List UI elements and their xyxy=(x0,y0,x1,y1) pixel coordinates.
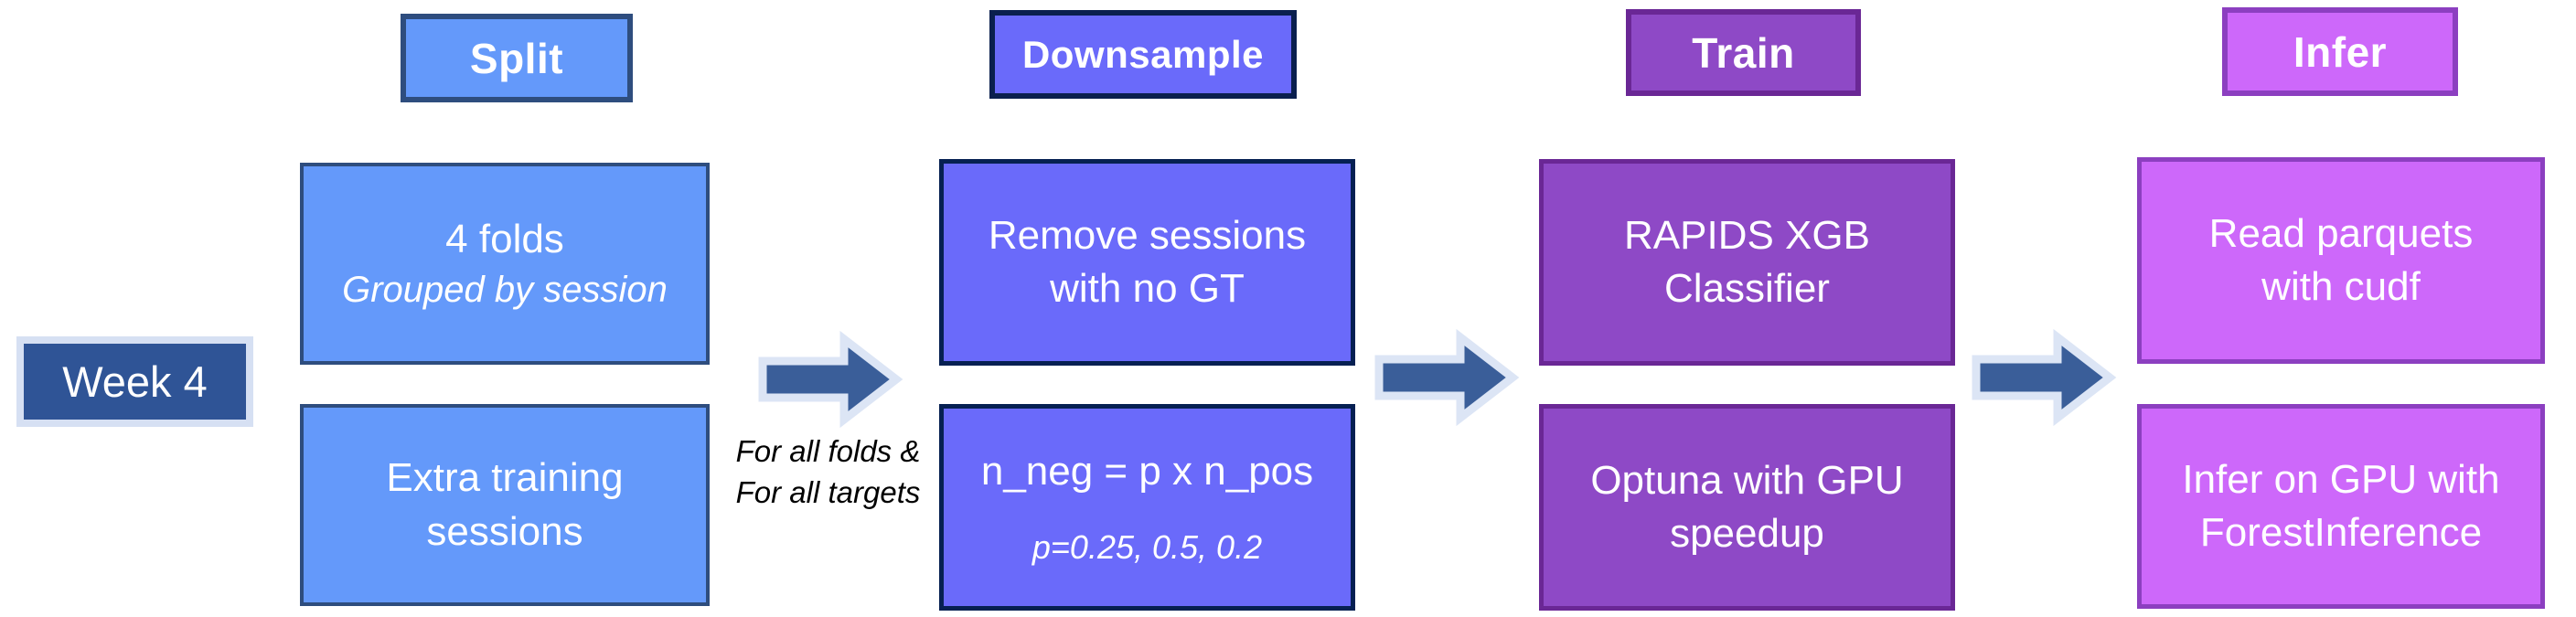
node-forest-inference-line-2: ForestInference xyxy=(2199,510,2483,555)
stage-header-train-label: Train xyxy=(1692,28,1795,77)
node-remove-sessions-line-2: with no GT xyxy=(1050,266,1245,311)
stage-header-split: Split xyxy=(401,14,633,102)
node-rapids-xgb: RAPIDS XGB Classifier xyxy=(1539,159,1955,366)
stage-header-downsample: Downsample xyxy=(989,10,1297,99)
node-extra-training-line-2: sessions xyxy=(426,508,583,554)
node-extra-training-line-1: Extra training xyxy=(386,455,624,501)
week-badge-label: Week 4 xyxy=(62,357,208,406)
node-downsample-formula-line-1: n_neg = p x n_pos xyxy=(980,449,1314,495)
node-rapids-xgb-line-1: RAPIDS XGB xyxy=(1624,212,1870,258)
node-downsample-formula-line-2: p=0.25, 0.5, 0.2 xyxy=(1031,528,1263,567)
arrow-right-icon xyxy=(758,330,903,429)
node-extra-training: Extra training sessions xyxy=(300,404,710,606)
stage-header-downsample-label: Downsample xyxy=(1021,32,1265,76)
stage-header-split-label: Split xyxy=(469,34,564,82)
node-read-parquets-line-1: Read parquets xyxy=(2208,210,2474,256)
node-downsample-formula: n_neg = p x n_pos p=0.25, 0.5, 0.2 xyxy=(939,404,1355,611)
flow-arrow-3 xyxy=(1969,327,2117,428)
flow-arrow-2 xyxy=(1372,327,1520,428)
node-rapids-xgb-line-2: Classifier xyxy=(1664,266,1830,311)
flow-arrow-1 xyxy=(755,329,903,430)
week-badge: Week 4 xyxy=(16,336,253,427)
node-4-folds-line-1: 4 folds xyxy=(445,217,564,262)
stage-header-train: Train xyxy=(1626,9,1861,96)
node-remove-sessions-line-1: Remove sessions xyxy=(988,212,1307,258)
arrow-right-icon xyxy=(1374,328,1520,427)
arrow-note: For all folds & For all targets xyxy=(711,431,945,513)
arrow-right-icon xyxy=(1972,328,2117,427)
node-forest-inference-line-1: Infer on GPU with xyxy=(2182,456,2500,502)
node-4-folds: 4 folds Grouped by session xyxy=(300,163,710,365)
node-remove-sessions: Remove sessions with no GT xyxy=(939,159,1355,366)
node-forest-inference: Infer on GPU with ForestInference xyxy=(2137,404,2545,609)
node-optuna-line-2: speedup xyxy=(1670,511,1824,556)
node-read-parquets-line-2: with cudf xyxy=(2261,264,2421,309)
arrow-note-line-2: For all targets xyxy=(735,474,921,509)
arrow-note-line-1: For all folds & xyxy=(735,434,921,468)
node-4-folds-line-2: Grouped by session xyxy=(342,270,668,311)
stage-header-infer: Infer xyxy=(2222,7,2458,96)
node-read-parquets: Read parquets with cudf xyxy=(2137,157,2545,364)
stage-header-infer-label: Infer xyxy=(2293,27,2388,76)
node-optuna-line-1: Optuna with GPU xyxy=(1590,457,1904,503)
node-optuna: Optuna with GPU speedup xyxy=(1539,404,1955,611)
